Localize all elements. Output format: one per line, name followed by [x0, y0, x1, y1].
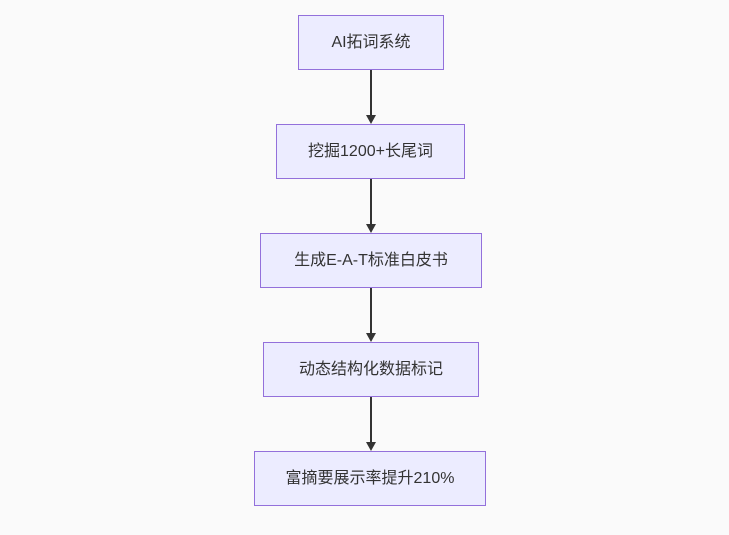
- flow-node-structured-data-markup: 动态结构化数据标记: [263, 342, 479, 397]
- flow-node-ai-keyword-system: AI拓词系统: [298, 15, 444, 70]
- flow-node-eat-whitepaper: 生成E-A-T标准白皮书: [260, 233, 482, 288]
- flow-node-label: 生成E-A-T标准白皮书: [294, 251, 448, 269]
- arrow-shaft: [369, 397, 372, 442]
- arrowhead-down-icon: [365, 442, 376, 451]
- flow-node-label: 挖掘1200+长尾词: [308, 142, 433, 160]
- flow-arrow-down: [364, 179, 377, 233]
- arrow-shaft: [369, 179, 372, 224]
- arrowhead-down-icon: [365, 224, 376, 233]
- arrow-shaft: [369, 70, 372, 115]
- arrow-shaft: [369, 288, 372, 333]
- flow-node-rich-snippet-result: 富摘要展示率提升210%: [254, 451, 486, 506]
- flow-arrow-down: [364, 397, 377, 451]
- arrowhead-down-icon: [365, 115, 376, 124]
- flow-arrow-down: [364, 70, 377, 124]
- flow-node-longtail-mining: 挖掘1200+长尾词: [276, 124, 465, 179]
- flow-node-label: AI拓词系统: [331, 33, 411, 51]
- flow-node-label: 动态结构化数据标记: [298, 360, 443, 378]
- flow-node-label: 富摘要展示率提升210%: [285, 469, 455, 487]
- flow-arrow-down: [364, 288, 377, 342]
- arrowhead-down-icon: [365, 333, 376, 342]
